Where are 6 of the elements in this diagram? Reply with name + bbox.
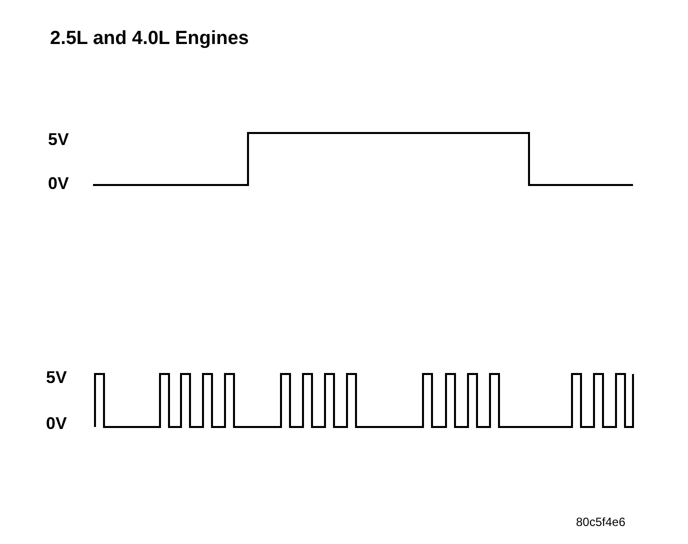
diagram-title: 2.5L and 4.0L Engines (50, 29, 249, 48)
voltage-level-label: 5V (48, 131, 69, 148)
voltage-level-label: 0V (48, 175, 69, 192)
figure-code: 80c5f4e6 (576, 516, 626, 528)
voltage-level-label: 5V (46, 369, 67, 386)
voltage-level-label: 0V (46, 415, 67, 432)
